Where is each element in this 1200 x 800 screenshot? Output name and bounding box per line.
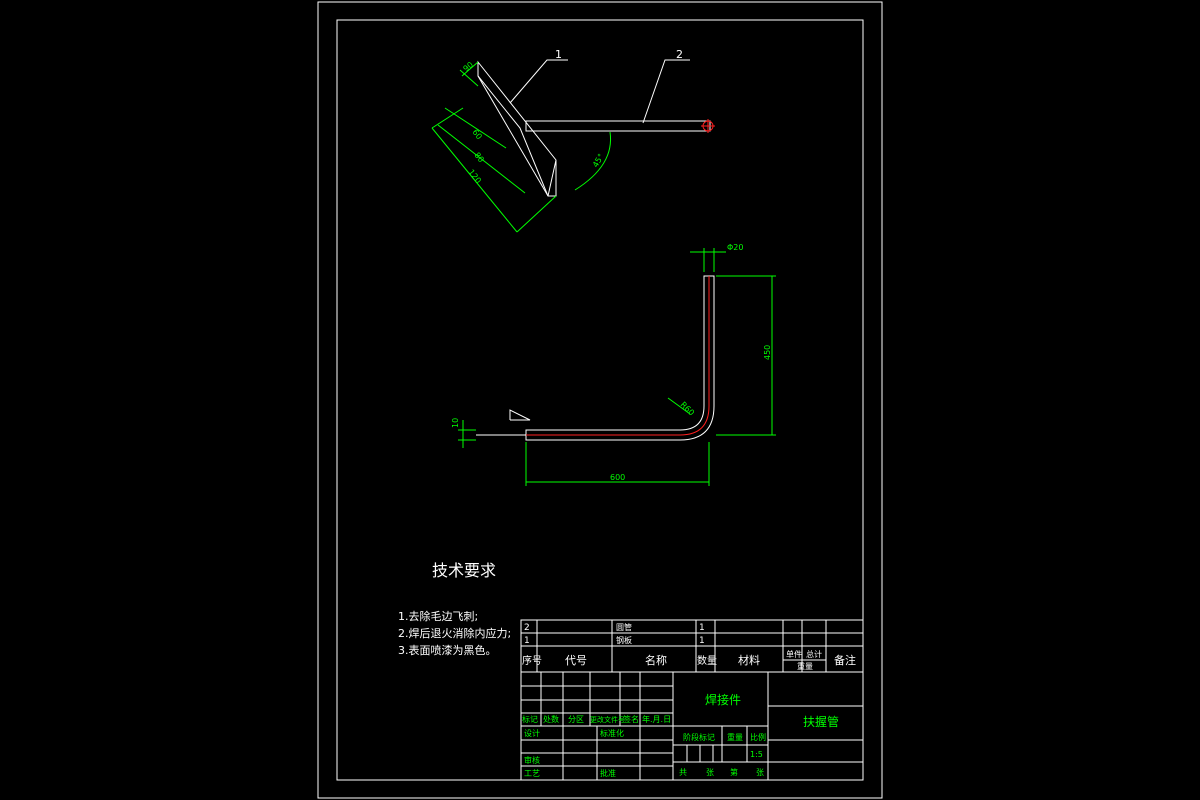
svg-text:数量: 数量 <box>697 654 717 667</box>
svg-text:处数: 处数 <box>543 714 559 724</box>
leader-1 <box>509 59 568 104</box>
svg-text:设计: 设计 <box>524 728 540 738</box>
top-view: 1 2 90 60 80 120 45° <box>431 48 715 233</box>
svg-text:审核: 审核 <box>524 755 540 765</box>
svg-text:第: 第 <box>730 767 738 777</box>
outer-border <box>317 1 883 799</box>
svg-text:60: 60 <box>470 128 483 142</box>
svg-text:1: 1 <box>699 623 705 633</box>
bent-tube-outer <box>525 275 715 441</box>
svg-text:1:5: 1:5 <box>750 750 763 759</box>
inner-border <box>336 19 864 781</box>
svg-text:比例: 比例 <box>750 732 766 742</box>
svg-text:序号: 序号 <box>522 654 542 667</box>
svg-text:45°: 45° <box>591 152 606 169</box>
svg-text:120: 120 <box>466 168 483 186</box>
svg-text:标记: 标记 <box>522 714 538 724</box>
title-block: 标记 处数 分区 更改文件号 签名 年.月.日 设计 审核 工艺 标准化 批准 … <box>520 671 864 781</box>
requirements-title: 技术要求 <box>432 561 496 580</box>
svg-text:分区: 分区 <box>568 715 584 724</box>
svg-text:80: 80 <box>472 151 485 165</box>
svg-text:张: 张 <box>706 768 714 777</box>
svg-text:材料: 材料 <box>738 653 760 667</box>
bom-table: 2 圆管 1 1 钢板 1 序号 代号 名称 数量 材料 单件 总计 重量 备注 <box>520 619 864 673</box>
svg-text:R60: R60 <box>679 400 697 418</box>
svg-text:600: 600 <box>610 473 625 482</box>
plate-outline <box>477 60 557 197</box>
svg-text:总计: 总计 <box>806 649 822 659</box>
svg-text:更改文件号: 更改文件号 <box>590 715 625 724</box>
svg-text:标准化: 标准化 <box>600 728 624 738</box>
svg-text:圆管: 圆管 <box>616 622 632 632</box>
requirement-3: 3.表面喷漆为黑色。 <box>398 643 497 657</box>
drawing-name: 扶握管 <box>803 714 839 729</box>
svg-text:代号: 代号 <box>565 654 587 667</box>
svg-text:重量: 重量 <box>727 732 743 742</box>
svg-text:签名: 签名 <box>623 714 639 724</box>
svg-text:单件: 单件 <box>786 649 802 659</box>
side-view: Φ20 450 R60 600 10 <box>451 243 776 486</box>
svg-text:备注: 备注 <box>834 653 856 667</box>
svg-text:1: 1 <box>524 636 530 646</box>
svg-text:批准: 批准 <box>600 768 616 778</box>
svg-text:钢板: 钢板 <box>616 635 632 645</box>
part-label-1: 1 <box>555 48 562 61</box>
svg-text:450: 450 <box>763 345 772 360</box>
leader-2 <box>642 59 690 124</box>
tube-top <box>525 120 711 132</box>
requirement-2: 2.焊后退火消除内应力; <box>398 626 511 640</box>
svg-text:工艺: 工艺 <box>524 769 540 778</box>
svg-text:10: 10 <box>451 418 460 428</box>
bent-tube-center <box>526 276 710 436</box>
part-name: 焊接件 <box>705 692 741 707</box>
svg-text:2: 2 <box>524 623 530 633</box>
svg-text:重量: 重量 <box>797 661 813 671</box>
svg-text:年.月.日: 年.月.日 <box>642 714 671 724</box>
technical-requirements: 技术要求 1.去除毛边飞刺; 2.焊后退火消除内应力; 3.表面喷漆为黑色。 <box>398 561 511 657</box>
svg-text:1: 1 <box>699 636 705 646</box>
svg-text:张: 张 <box>756 768 764 777</box>
svg-text:名称: 名称 <box>645 653 667 667</box>
svg-text:共: 共 <box>679 768 687 777</box>
svg-text:90: 90 <box>462 60 476 73</box>
svg-text:阶段标记: 阶段标记 <box>683 732 715 742</box>
svg-text:Φ20: Φ20 <box>727 243 743 252</box>
part-label-2: 2 <box>676 48 683 61</box>
requirement-1: 1.去除毛边飞刺; <box>398 609 478 623</box>
